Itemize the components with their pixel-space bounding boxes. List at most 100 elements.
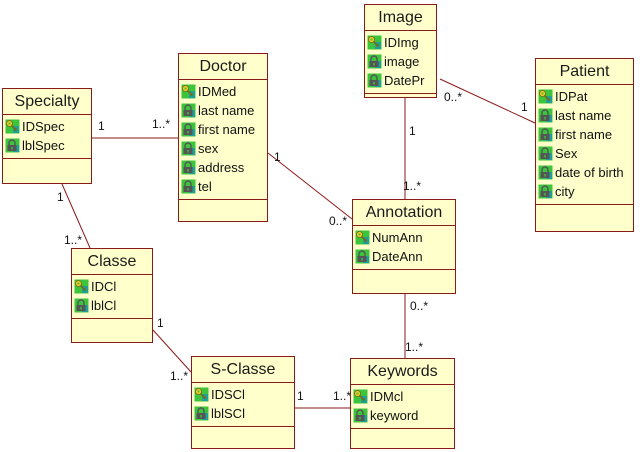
attribute-label: IDCl: [91, 279, 117, 294]
class-name: Keywords: [351, 359, 454, 385]
lock-icon: [181, 160, 196, 175]
lock-icon: [538, 127, 553, 142]
class-annotation: Annotation NumAnn DateAnn: [352, 199, 456, 294]
attribute-label: IDImg: [384, 35, 419, 50]
multiplicity-image-patient-to: 1: [521, 100, 528, 114]
attribute-row: IDSpec: [5, 117, 89, 136]
lock-icon: [181, 103, 196, 118]
class-doctor: Doctor IDMed last name first name sex ad…: [178, 53, 268, 222]
attribute-compartment: IDMed last name first name sex address t…: [179, 80, 267, 200]
lock-icon: [538, 184, 553, 199]
attribute-label: DateAnn: [372, 249, 423, 264]
attribute-label: last name: [198, 103, 255, 118]
multiplicity-annotation-keywords-to: 1..*: [405, 340, 424, 354]
key-icon: [538, 89, 553, 104]
attribute-label: IDSpec: [22, 119, 65, 134]
operation-compartment: [192, 427, 294, 448]
attribute-label: lblSCl: [211, 406, 245, 421]
attribute-row: IDCl: [74, 277, 150, 296]
key-icon: [181, 84, 196, 99]
attribute-label: date of birth: [555, 165, 624, 180]
attribute-compartment: IDSpec lblSpec: [3, 115, 91, 159]
lock-icon: [367, 54, 382, 69]
multiplicity-specialty-classe-to: 1..*: [64, 233, 83, 247]
attribute-row: lblCl: [74, 296, 150, 315]
attribute-row: address: [181, 158, 265, 177]
lock-icon: [538, 146, 553, 161]
key-icon: [353, 389, 368, 404]
operation-compartment: [3, 159, 91, 183]
class-name: Patient: [536, 59, 633, 85]
attribute-label: lblSpec: [22, 138, 65, 153]
multiplicity-doctor-annotation-to: 0..*: [329, 214, 348, 228]
class-name: Specialty: [3, 89, 91, 115]
attribute-row: last name: [538, 106, 631, 125]
association-specialty-classe: [61, 183, 91, 249]
multiplicity-sclasse-keywords-to: 1..*: [333, 389, 352, 403]
association-classe-sclasse: [152, 329, 192, 373]
class-name: Doctor: [179, 54, 267, 80]
attribute-label: DatePr: [384, 73, 425, 88]
attribute-compartment: IDMcl keyword: [351, 385, 454, 429]
attribute-label: tel: [198, 179, 212, 194]
class-classe: Classe IDCl lblCl: [71, 248, 153, 343]
multiplicity-doctor-annotation-from: 1: [274, 150, 281, 164]
association-doctor-annotation: [267, 152, 353, 220]
attribute-compartment: IDPat last name first name Sex date of b…: [536, 85, 633, 205]
attribute-label: IDSCl: [211, 387, 245, 402]
key-icon: [355, 230, 370, 245]
attribute-row: DatePr: [367, 71, 434, 90]
class-name: Annotation: [353, 200, 455, 226]
attribute-row: first name: [181, 120, 265, 139]
attribute-compartment: IDImg image DatePr: [365, 31, 436, 94]
attribute-label: NumAnn: [372, 230, 423, 245]
lock-icon: [181, 141, 196, 156]
attribute-label: keyword: [370, 408, 419, 423]
attribute-label: first name: [555, 127, 613, 142]
attribute-row: NumAnn: [355, 228, 453, 247]
multiplicity-image-annotation-from: 1: [409, 124, 416, 138]
attribute-row: last name: [181, 101, 265, 120]
attribute-label: first name: [198, 122, 256, 137]
attribute-row: IDPat: [538, 87, 631, 106]
attribute-label: image: [384, 54, 420, 69]
multiplicity-specialty-doctor-from: 1: [98, 119, 105, 133]
attribute-row: IDSCl: [194, 385, 292, 404]
lock-icon: [181, 122, 196, 137]
multiplicity-sclasse-keywords-from: 1: [297, 389, 304, 403]
operation-compartment: [353, 270, 455, 293]
attribute-row: IDMed: [181, 82, 265, 101]
lock-icon: [5, 138, 20, 153]
lock-icon: [181, 179, 196, 194]
multiplicity-specialty-doctor-to: 1..*: [152, 117, 171, 131]
key-icon: [5, 119, 20, 134]
class-name: S-Classe: [192, 357, 294, 383]
multiplicity-image-patient-from: 0..*: [444, 90, 463, 104]
multiplicity-classe-sclasse-to: 1..*: [170, 369, 189, 383]
lock-icon: [538, 108, 553, 123]
attribute-label: IDMed: [198, 84, 237, 99]
class-keywords: Keywords IDMcl keyword: [350, 358, 455, 449]
operation-compartment: [351, 429, 454, 448]
multiplicity-annotation-keywords-from: 0..*: [410, 299, 429, 313]
attribute-row: city: [538, 182, 631, 201]
key-icon: [367, 35, 382, 50]
attribute-label: city: [555, 184, 575, 199]
attribute-row: image: [367, 52, 434, 71]
multiplicity-image-annotation-to: 1..*: [403, 179, 422, 193]
operation-compartment: [72, 319, 152, 342]
attribute-row: Sex: [538, 144, 631, 163]
attribute-row: sex: [181, 139, 265, 158]
class-image: Image IDImg image DatePr: [364, 4, 437, 98]
attribute-label: last name: [555, 108, 612, 123]
attribute-label: address: [198, 160, 245, 175]
attribute-label: lblCl: [91, 298, 117, 313]
operation-compartment: [365, 94, 436, 97]
class-specialty: Specialty IDSpec lblSpec: [2, 88, 92, 184]
multiplicity-classe-sclasse-from: 1: [157, 316, 164, 330]
key-icon: [194, 387, 209, 402]
operation-compartment: [536, 205, 633, 231]
class-patient: Patient IDPat last name first name Sex d…: [535, 58, 634, 232]
lock-icon: [194, 406, 209, 421]
